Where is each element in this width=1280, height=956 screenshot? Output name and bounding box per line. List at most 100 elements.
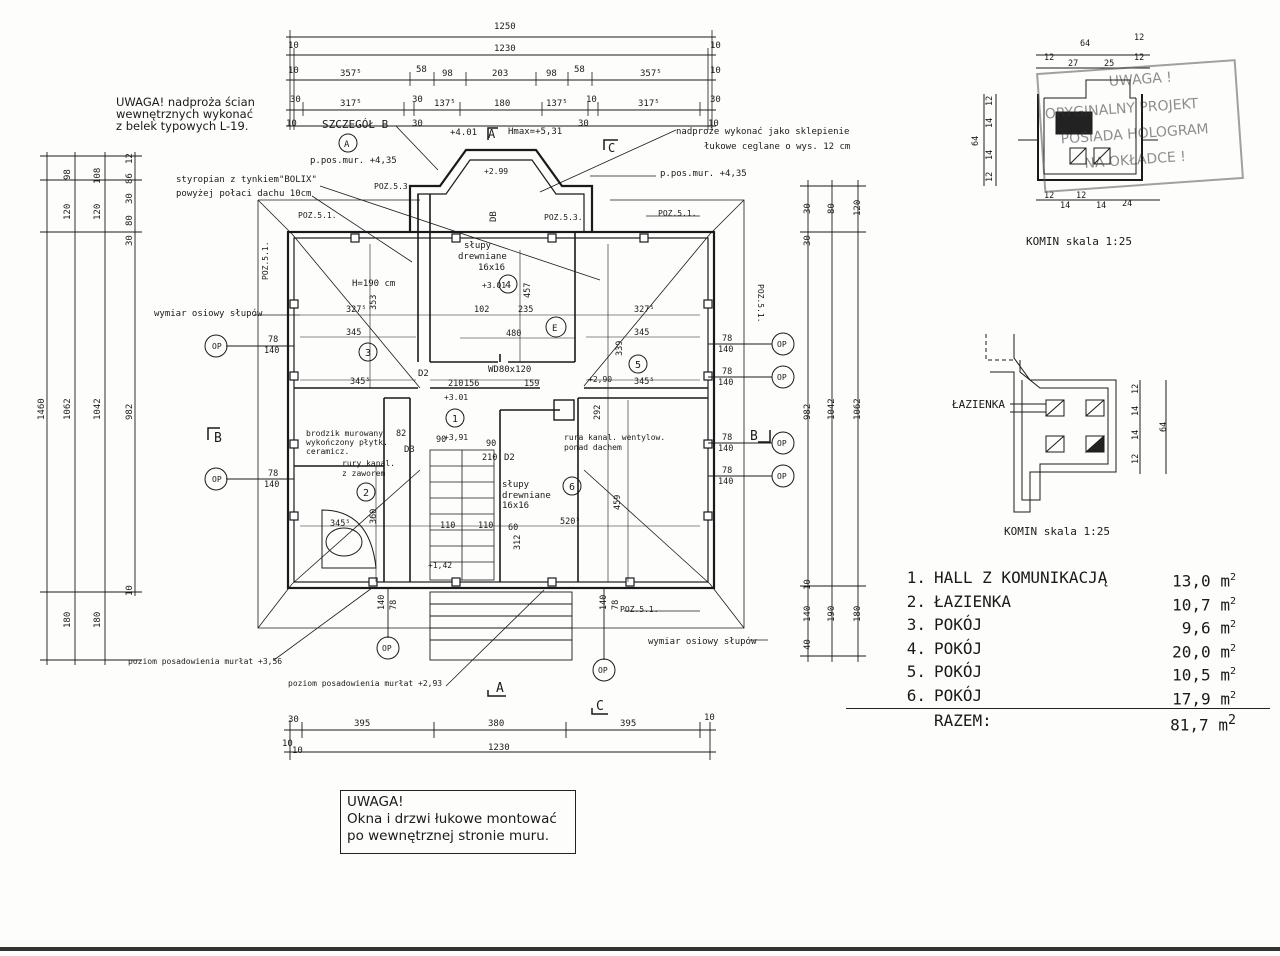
- wallplate-level-1: poziom posadowienia murłat +3,56: [128, 657, 282, 666]
- dim-12-left: 12: [125, 153, 135, 164]
- dim-10-g: 10: [708, 119, 719, 129]
- idim-339: 339: [615, 341, 625, 356]
- room-name: POKÓJ: [934, 662, 983, 681]
- area-unit: m: [1220, 618, 1230, 638]
- axis-spacing-note-right: wymiar osiowy słupów: [648, 636, 757, 647]
- op-right-2: OP: [777, 373, 787, 382]
- h190-label: H=190 cm: [352, 279, 395, 289]
- dim-180-top: 180: [494, 99, 510, 109]
- room-area: 10,7 m2: [1140, 590, 1236, 614]
- vent-note-1: rura kanal. wentylow.: [564, 433, 665, 442]
- idim-82: 82: [396, 429, 406, 439]
- chimney-top-detail: [983, 54, 1160, 201]
- chimney-top-dim-64-v: 64: [971, 136, 981, 146]
- axis-a-top: A: [344, 140, 350, 150]
- level-401: +4.01: [450, 128, 477, 138]
- dim-10-e: 10: [586, 95, 597, 105]
- dim-1062-left: 1062: [63, 398, 73, 420]
- level-142: +1,42: [428, 561, 452, 570]
- idim-78-g: 78: [389, 600, 399, 610]
- room-number: 4.: [906, 638, 926, 658]
- idim-345-b: 345: [634, 328, 649, 338]
- door-db: DB: [489, 211, 499, 222]
- warning-line-1: Okna i drzwi łukowe montować: [347, 811, 557, 827]
- chimney-bottom-dim-12-b: 12: [1131, 454, 1141, 464]
- chimney-bottom-dim-12-a: 12: [1131, 384, 1141, 394]
- warning-box: UWAGA! Okna i drzwi łukowe montować po w…: [340, 790, 576, 854]
- dim-10-bottom-a: 10: [704, 713, 715, 723]
- dim-10-d: 10: [710, 66, 721, 76]
- dim-1460: 1460: [37, 398, 47, 420]
- dim-3575-a: 357⁵: [340, 69, 362, 79]
- originality-stamp: UWAGA ! ORYGINALNY PROJEKT POSIADA HOLOG…: [1036, 59, 1244, 193]
- area-unit-exponent: 2: [1227, 713, 1236, 728]
- left-dimension-lines: [40, 152, 142, 665]
- lintel-note-1: nadproże wykonać jako sklepienie: [676, 126, 849, 137]
- idim-78-c: 78: [722, 334, 732, 344]
- dim-10-a: 10: [288, 41, 299, 51]
- idim-110-b: 110: [478, 521, 493, 531]
- chimney-top-dim-14-v1: 14: [985, 118, 995, 128]
- dim-98-b: 98: [546, 69, 557, 79]
- dim-58-b: 58: [574, 65, 585, 75]
- chimney-top-dim-24: 24: [1122, 199, 1132, 209]
- dim-30-d: 30: [412, 119, 423, 129]
- dim-10-bottom-c: 10: [292, 746, 303, 756]
- dim-98-left: 98: [63, 169, 73, 180]
- dim-80-left: 80: [125, 215, 135, 226]
- timber-posts: [289, 233, 713, 587]
- room-area-value: 10,7: [1172, 594, 1211, 614]
- room-number: 3.: [906, 615, 926, 634]
- idim-457: 457: [523, 283, 533, 298]
- dim-120-left-b: 120: [93, 204, 103, 220]
- door-d2-a: D2: [418, 369, 429, 379]
- idim-3275-b: 327⁵: [634, 305, 654, 315]
- idim-210-b: 210: [482, 453, 497, 463]
- idim-140-b: 140: [264, 480, 279, 490]
- posts-1-c: 16x16: [478, 263, 505, 273]
- area-unit: m: [1220, 594, 1230, 614]
- dim-203: 203: [492, 69, 508, 79]
- chimney-bottom-dim-14-b: 14: [1131, 430, 1141, 440]
- op-bottom-1: OP: [382, 644, 392, 653]
- idim-360: 360: [369, 509, 379, 524]
- room-6-number: 6: [569, 482, 575, 493]
- area-unit-exponent: 2: [1229, 689, 1236, 701]
- total-area: 81,7 m2: [1140, 709, 1236, 734]
- door-d3: D3: [404, 445, 415, 455]
- stamp-line-4: NA OKŁADCE !: [1083, 148, 1187, 172]
- interior-walls: [294, 194, 708, 582]
- poz53-right: POZ.5.3.: [544, 213, 583, 222]
- shower-note-3: ceramicz.: [306, 447, 349, 456]
- room-area-value: 10,5: [1172, 665, 1211, 685]
- idim-312: 312: [513, 535, 523, 550]
- dim-1250: 1250: [494, 22, 516, 32]
- dim-1042-left: 1042: [93, 398, 103, 420]
- detail-b-label: SZCZEGÓŁ B: [322, 118, 389, 131]
- area-unit-exponent: 2: [1229, 642, 1236, 654]
- dim-10-left: 10: [125, 585, 135, 596]
- dim-1230-top: 1230: [494, 44, 516, 54]
- chimney-bottom-caption: KOMIN skala 1:25: [1004, 525, 1110, 538]
- op-right-4: OP: [777, 472, 787, 481]
- level-299: +2.99: [484, 167, 508, 176]
- dim-10-f: 10: [286, 119, 297, 129]
- room-name: ŁAZIENKA: [934, 591, 1012, 611]
- poz51-top-right: POZ.5.1.: [658, 209, 697, 218]
- dim-10-b: 10: [710, 41, 721, 51]
- dim-3175-b: 317⁵: [638, 99, 660, 109]
- idim-140-g: 140: [377, 595, 387, 610]
- area-unit: m: [1220, 641, 1230, 661]
- dim-120-left-a: 120: [63, 204, 73, 220]
- stamp-line-3: POSIADA HOLOGRAM: [1060, 121, 1210, 148]
- dim-180-left-b: 180: [93, 612, 103, 628]
- dim-395-b: 395: [620, 719, 636, 729]
- idim-3455-b: 345⁵: [634, 377, 654, 387]
- room-number: 6.: [906, 685, 926, 705]
- idim-140-f: 140: [718, 477, 733, 487]
